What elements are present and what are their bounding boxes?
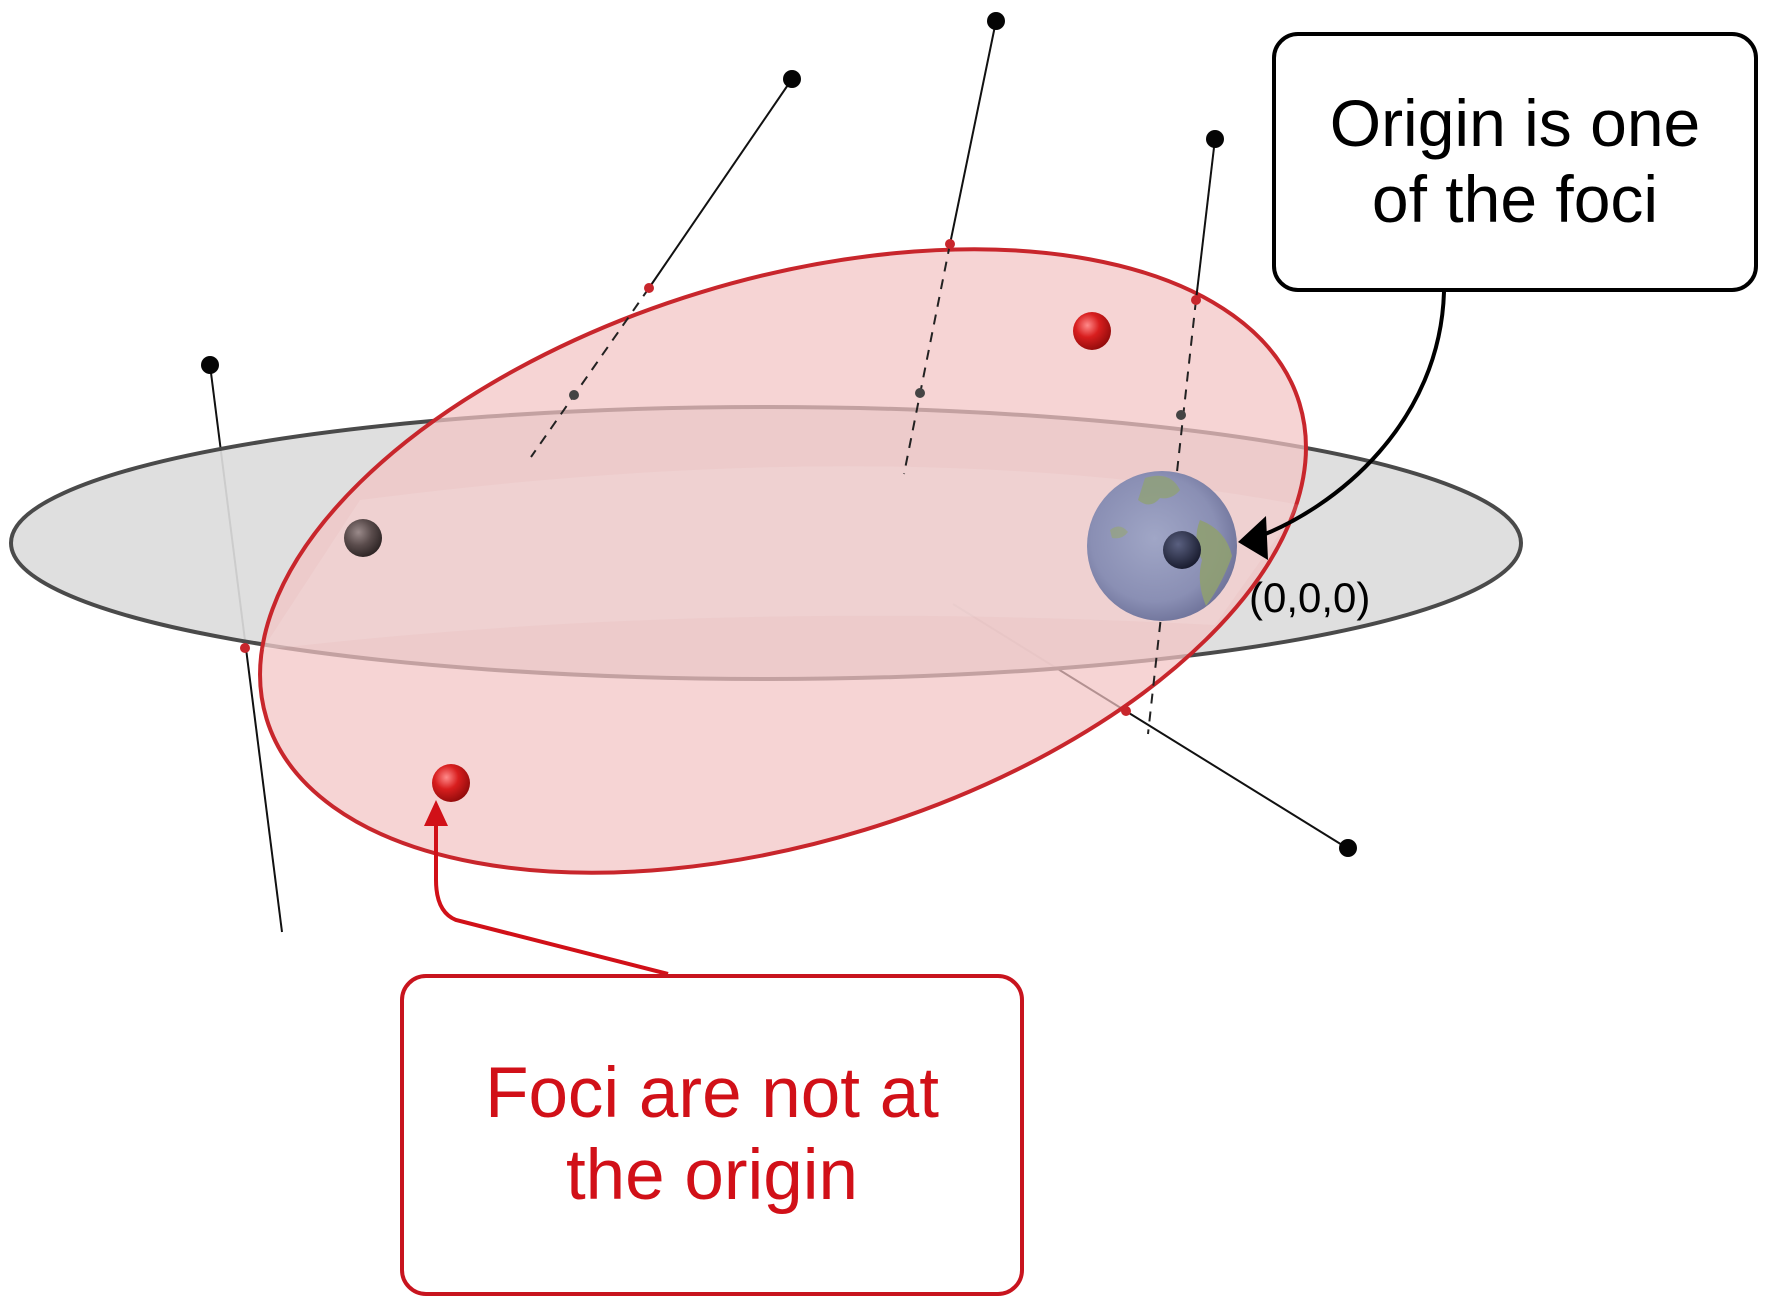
origin-callout-line1: Origin is one — [1329, 86, 1701, 161]
dashed-line-2 — [903, 243, 951, 475]
origin-arrow-head — [1238, 516, 1268, 560]
foci-callout: Foci are not at the origin — [400, 974, 1024, 1296]
intersection-point — [915, 388, 925, 398]
orbit-node-point — [240, 643, 250, 653]
origin-point — [1163, 531, 1201, 569]
foci-callout-line1: Foci are not at — [485, 1054, 939, 1134]
foci-callout-line2: the origin — [565, 1136, 859, 1215]
origin-callout-arrow — [1249, 291, 1446, 542]
earth-icon — [1087, 471, 1237, 621]
endpoint-dot — [783, 70, 801, 88]
endpoint-dot — [201, 356, 219, 374]
orbit-ellipse — [258, 247, 1308, 875]
pole-line-2 — [949, 20, 997, 245]
orbit-node-point — [1121, 706, 1131, 716]
dashed-line-1 — [530, 287, 650, 458]
origin-callout: Origin is one of the foci — [1272, 32, 1758, 292]
plane-overlap — [262, 466, 1300, 650]
pole-line-3 — [1195, 138, 1216, 301]
orbit-node-point — [644, 283, 654, 293]
orbit-node-point — [945, 239, 955, 249]
orbit-node-point — [1191, 295, 1201, 305]
endpoint-dot — [1339, 839, 1357, 857]
focus-marker-red — [432, 764, 470, 802]
endpoint-dot — [987, 12, 1005, 30]
origin-callout-line2: of the foci — [1371, 162, 1659, 236]
foci-callout-arrow — [434, 818, 669, 976]
foci-arrow-head — [424, 800, 448, 826]
intersection-point — [569, 390, 579, 400]
focus-marker-red — [1073, 312, 1111, 350]
endpoint-dot — [1206, 130, 1224, 148]
pole-line-1 — [648, 78, 793, 289]
origin-coordinate-label: (0,0,0) — [1249, 574, 1371, 621]
intersection-point — [1176, 410, 1186, 420]
focus-marker-dark — [344, 519, 382, 557]
